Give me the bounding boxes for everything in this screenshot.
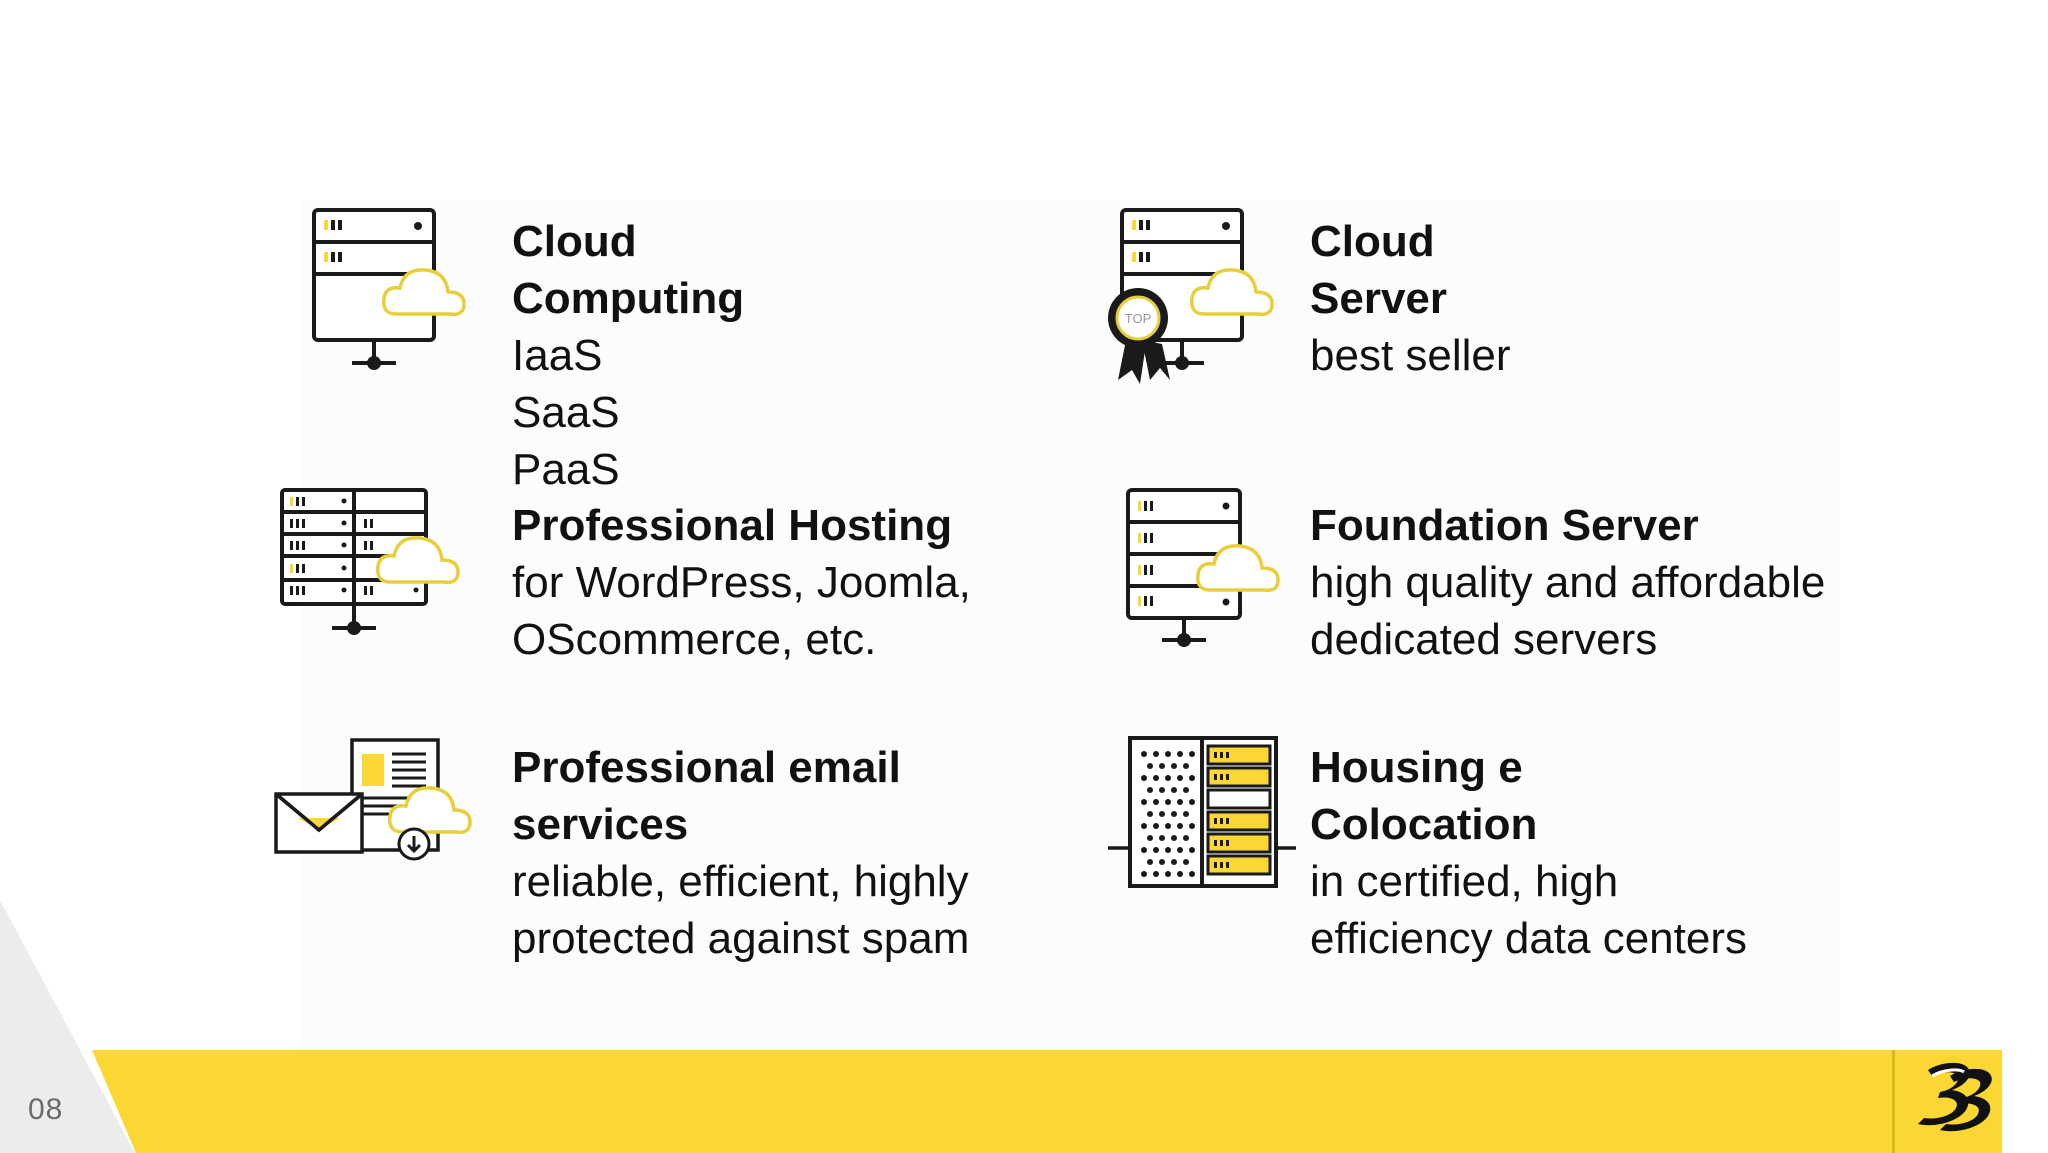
service-line: IaaS bbox=[512, 331, 603, 380]
service-line: protected against spam bbox=[512, 914, 970, 963]
service-title: Professional Hosting bbox=[512, 501, 953, 550]
service-text: Foundation Server high quality and affor… bbox=[1310, 497, 1825, 668]
footer-bar bbox=[92, 1050, 2002, 1153]
service-line: high quality and affordable bbox=[1310, 558, 1826, 607]
service-line: in certified, high bbox=[1310, 857, 1619, 906]
service-title: Foundation Server bbox=[1310, 501, 1699, 550]
server-rack-cloud-icon bbox=[280, 488, 460, 635]
service-text: Cloud Server best seller bbox=[1310, 213, 1511, 384]
service-text: Housing e Colocation in certified, high … bbox=[1310, 739, 1747, 967]
service-line: for WordPress, Joomla, bbox=[512, 558, 971, 607]
server-four-units-icon bbox=[1126, 488, 1280, 647]
service-text: Professional email services reliable, ef… bbox=[512, 739, 969, 967]
badge-text: TOP bbox=[1125, 311, 1152, 326]
service-title: Cloud Computing bbox=[512, 217, 745, 323]
service-line: OScommerce, etc. bbox=[512, 615, 877, 664]
service-line: SaaS bbox=[512, 388, 620, 437]
bb-logo-icon bbox=[1892, 1050, 2002, 1153]
service-title: Cloud Server bbox=[1310, 217, 1448, 323]
service-line: PaaS bbox=[512, 445, 620, 494]
service-line: efficiency data centers bbox=[1310, 914, 1747, 963]
email-document-cloud-icon bbox=[274, 738, 472, 861]
service-title: Professional email services bbox=[512, 743, 901, 849]
service-text: Professional Hosting for WordPress, Joom… bbox=[512, 497, 971, 668]
service-title: Housing e Colocation bbox=[1310, 743, 1538, 849]
service-text: Cloud Computing IaaS SaaS PaaS bbox=[512, 213, 744, 498]
service-line: dedicated servers bbox=[1310, 615, 1658, 664]
content-panel bbox=[300, 200, 1840, 1060]
service-line: reliable, efficient, highly bbox=[512, 857, 969, 906]
service-line: best seller bbox=[1310, 331, 1511, 380]
page-number: 08 bbox=[28, 1093, 64, 1126]
datacenter-rack-icon bbox=[1108, 736, 1296, 888]
server-cloud-icon bbox=[312, 208, 466, 370]
server-top-badge-icon: TOP bbox=[1108, 208, 1274, 384]
